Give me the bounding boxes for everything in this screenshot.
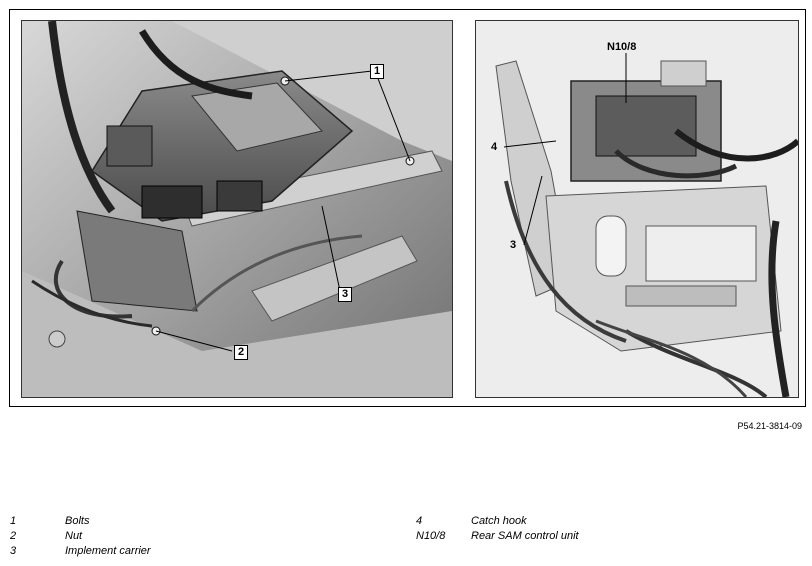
photo-right-rear-sam: N10/8 4 3 (475, 20, 799, 398)
legend-label: Rear SAM control unit (471, 530, 579, 542)
legend-number: 4 (416, 515, 423, 527)
legend-label: Implement carrier (65, 545, 151, 557)
legend-item: 3 Implement carrier (10, 544, 151, 559)
callout-2: 2 (234, 345, 249, 360)
photo-left-illustration (22, 21, 452, 397)
callout-n10-8: N10/8 (607, 41, 637, 53)
legend-left: 1 Bolts 2 Nut 3 Implement carrier (10, 514, 151, 559)
figure-code: P54.21-3814-09 (737, 421, 802, 431)
legend-number: 2 (10, 530, 17, 542)
legend-item: 4 Catch hook (416, 514, 579, 529)
legend-number: 3 (10, 545, 17, 557)
legend-label: Catch hook (471, 515, 527, 527)
figure-frame: 1 2 3 (9, 9, 806, 407)
legend-item: 1 Bolts (10, 514, 151, 529)
legend-label: Nut (65, 530, 83, 542)
callout-1: 1 (370, 64, 385, 79)
legend-number: N10/8 (416, 530, 446, 542)
callout-3-right: 3 (510, 239, 517, 251)
photo-left-trunk-compartment: 1 2 3 (21, 20, 453, 398)
legend-item: 2 Nut (10, 529, 151, 544)
callout-3: 3 (338, 287, 353, 302)
photo-right-illustration (476, 21, 798, 397)
legend-right: 4 Catch hook N10/8 Rear SAM control unit (416, 514, 579, 544)
callout-4: 4 (491, 141, 498, 153)
legend-item: N10/8 Rear SAM control unit (416, 529, 579, 544)
legend-label: Bolts (65, 515, 90, 527)
legend-number: 1 (10, 515, 17, 527)
